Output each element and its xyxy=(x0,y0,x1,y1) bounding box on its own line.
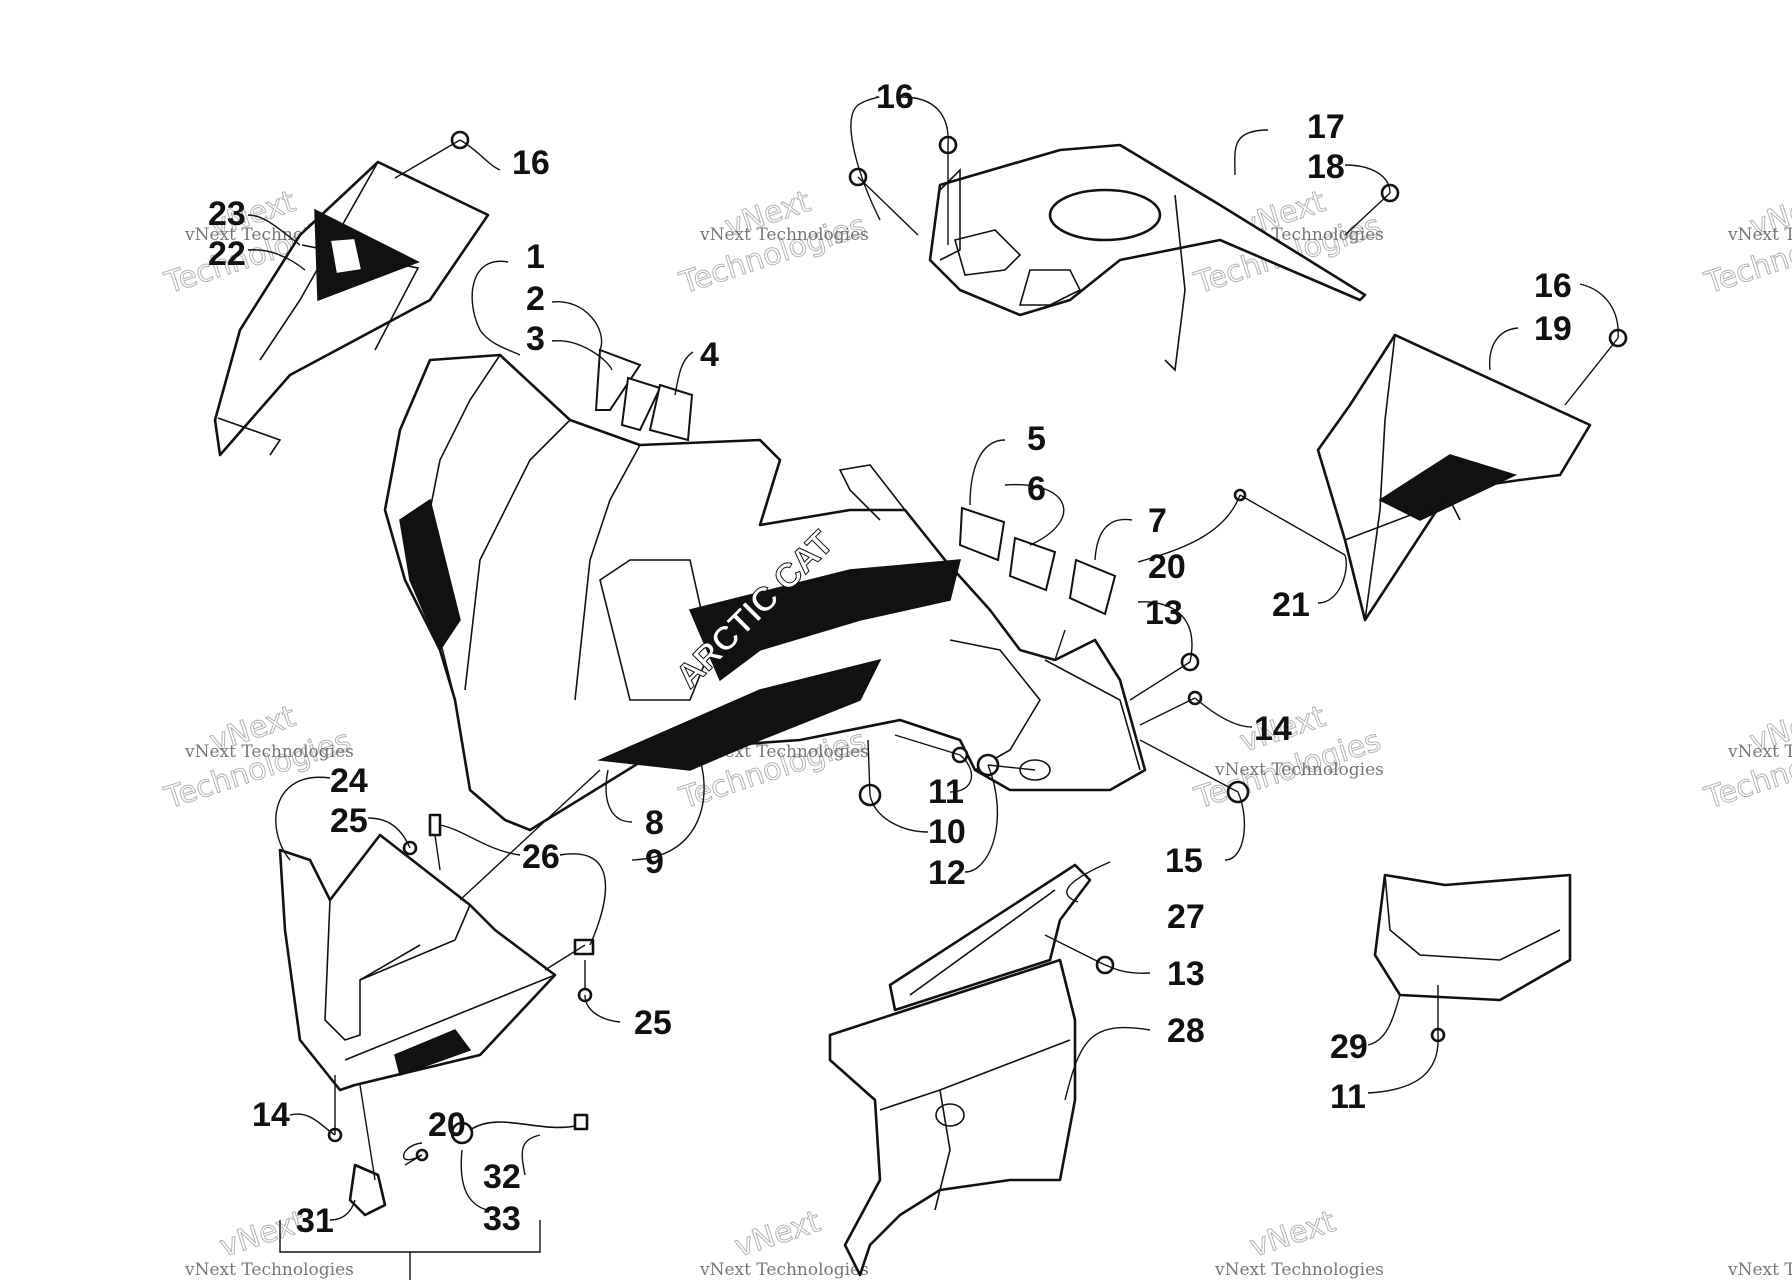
wire-connector xyxy=(573,1113,589,1131)
callout-11-center: 11 xyxy=(928,773,964,811)
watermark-caption: vNext Technologies xyxy=(184,1260,354,1280)
watermark-caption: vNext Technologies xyxy=(1727,742,1792,762)
callout-4: 4 xyxy=(700,336,719,374)
callout-20-right: 20 xyxy=(1148,548,1186,586)
light-bracket xyxy=(348,1163,387,1217)
callout-10: 10 xyxy=(928,813,966,851)
callout-28: 28 xyxy=(1167,1012,1205,1050)
callout-15: 15 xyxy=(1165,842,1203,880)
callout-16-top-left: 16 xyxy=(512,144,550,182)
callout-2: 2 xyxy=(526,280,545,318)
splash-guard xyxy=(828,958,1077,1277)
watermark-caption: vNext Technologies xyxy=(1727,225,1792,245)
callout-33: 33 xyxy=(483,1200,521,1238)
rear-center-cover xyxy=(928,143,1367,372)
watermark-caption: vNext Technologies xyxy=(1214,760,1384,780)
watermark: vNext Technologies xyxy=(1189,699,1385,817)
callout-8: 8 xyxy=(645,804,664,842)
right-side-panel xyxy=(1316,333,1592,622)
svg-text:vNext: vNext xyxy=(1246,1204,1340,1264)
watermark-caption: vNext Technologies xyxy=(699,1260,869,1280)
callout-32: 32 xyxy=(483,1158,521,1196)
light-bracket-assembly xyxy=(348,1113,589,1217)
callout-24: 24 xyxy=(330,762,368,800)
callout-16-top-center: 16 xyxy=(876,78,914,116)
callout-1: 1 xyxy=(526,238,545,276)
callout-26: 26 xyxy=(522,838,560,876)
decal-set-upper xyxy=(594,348,694,442)
callout-6: 6 xyxy=(1027,470,1046,508)
callout-14-lower: 14 xyxy=(252,1096,290,1134)
callout-12: 12 xyxy=(928,854,966,892)
wire-harness xyxy=(469,1121,581,1131)
fastener-26-clip xyxy=(573,938,595,956)
watermark: vNext xyxy=(730,1204,825,1265)
callout-31: 31 xyxy=(296,1202,334,1240)
callout-13-lower: 13 xyxy=(1167,955,1205,993)
callout-20-lower: 20 xyxy=(428,1106,466,1144)
side-bracket xyxy=(888,863,1092,1012)
callout-18: 18 xyxy=(1307,148,1345,186)
leader-lines xyxy=(247,96,1619,1280)
watermark-caption: vNext Technologies xyxy=(1727,1260,1792,1280)
callout-21: 21 xyxy=(1272,586,1310,624)
light-bulb xyxy=(450,1121,474,1145)
fastener-26-clip xyxy=(428,813,442,837)
callout-27: 27 xyxy=(1167,898,1205,936)
watermark-caption: vNext Technologies xyxy=(699,225,869,245)
front-lower-grille xyxy=(278,833,557,1092)
callout-29: 29 xyxy=(1330,1028,1368,1066)
callout-11-right: 11 xyxy=(1330,1078,1366,1116)
front-main-body: ARCTIC CAT xyxy=(383,353,1147,832)
callout-9: 9 xyxy=(645,843,664,881)
callout-7: 7 xyxy=(1148,502,1167,540)
callout-5: 5 xyxy=(1027,420,1046,458)
watermark: vNext xyxy=(1245,1204,1340,1265)
callout-19: 19 xyxy=(1534,310,1572,348)
upper-front-cover xyxy=(213,160,490,457)
callout-25-lower: 25 xyxy=(634,1004,672,1042)
svg-text:vNext: vNext xyxy=(731,1204,825,1264)
callout-13-right: 13 xyxy=(1145,594,1183,632)
watermark-caption: vNext Technologies xyxy=(1214,1260,1384,1280)
rear-cap xyxy=(1373,873,1572,1002)
callout-22: 22 xyxy=(208,235,246,273)
callout-16-right: 16 xyxy=(1534,267,1572,305)
callout-17: 17 xyxy=(1307,108,1345,146)
callouts: 16 23 22 1 2 3 4 16 17 18 16 19 5 6 7 20… xyxy=(208,78,1572,1240)
decal-set-right xyxy=(958,506,1117,616)
callout-23: 23 xyxy=(208,195,246,233)
watermark-caption: vNext Technologies xyxy=(184,742,354,762)
callout-25-upper: 25 xyxy=(330,802,368,840)
callout-14-right: 14 xyxy=(1254,710,1292,748)
callout-3: 3 xyxy=(526,320,545,358)
